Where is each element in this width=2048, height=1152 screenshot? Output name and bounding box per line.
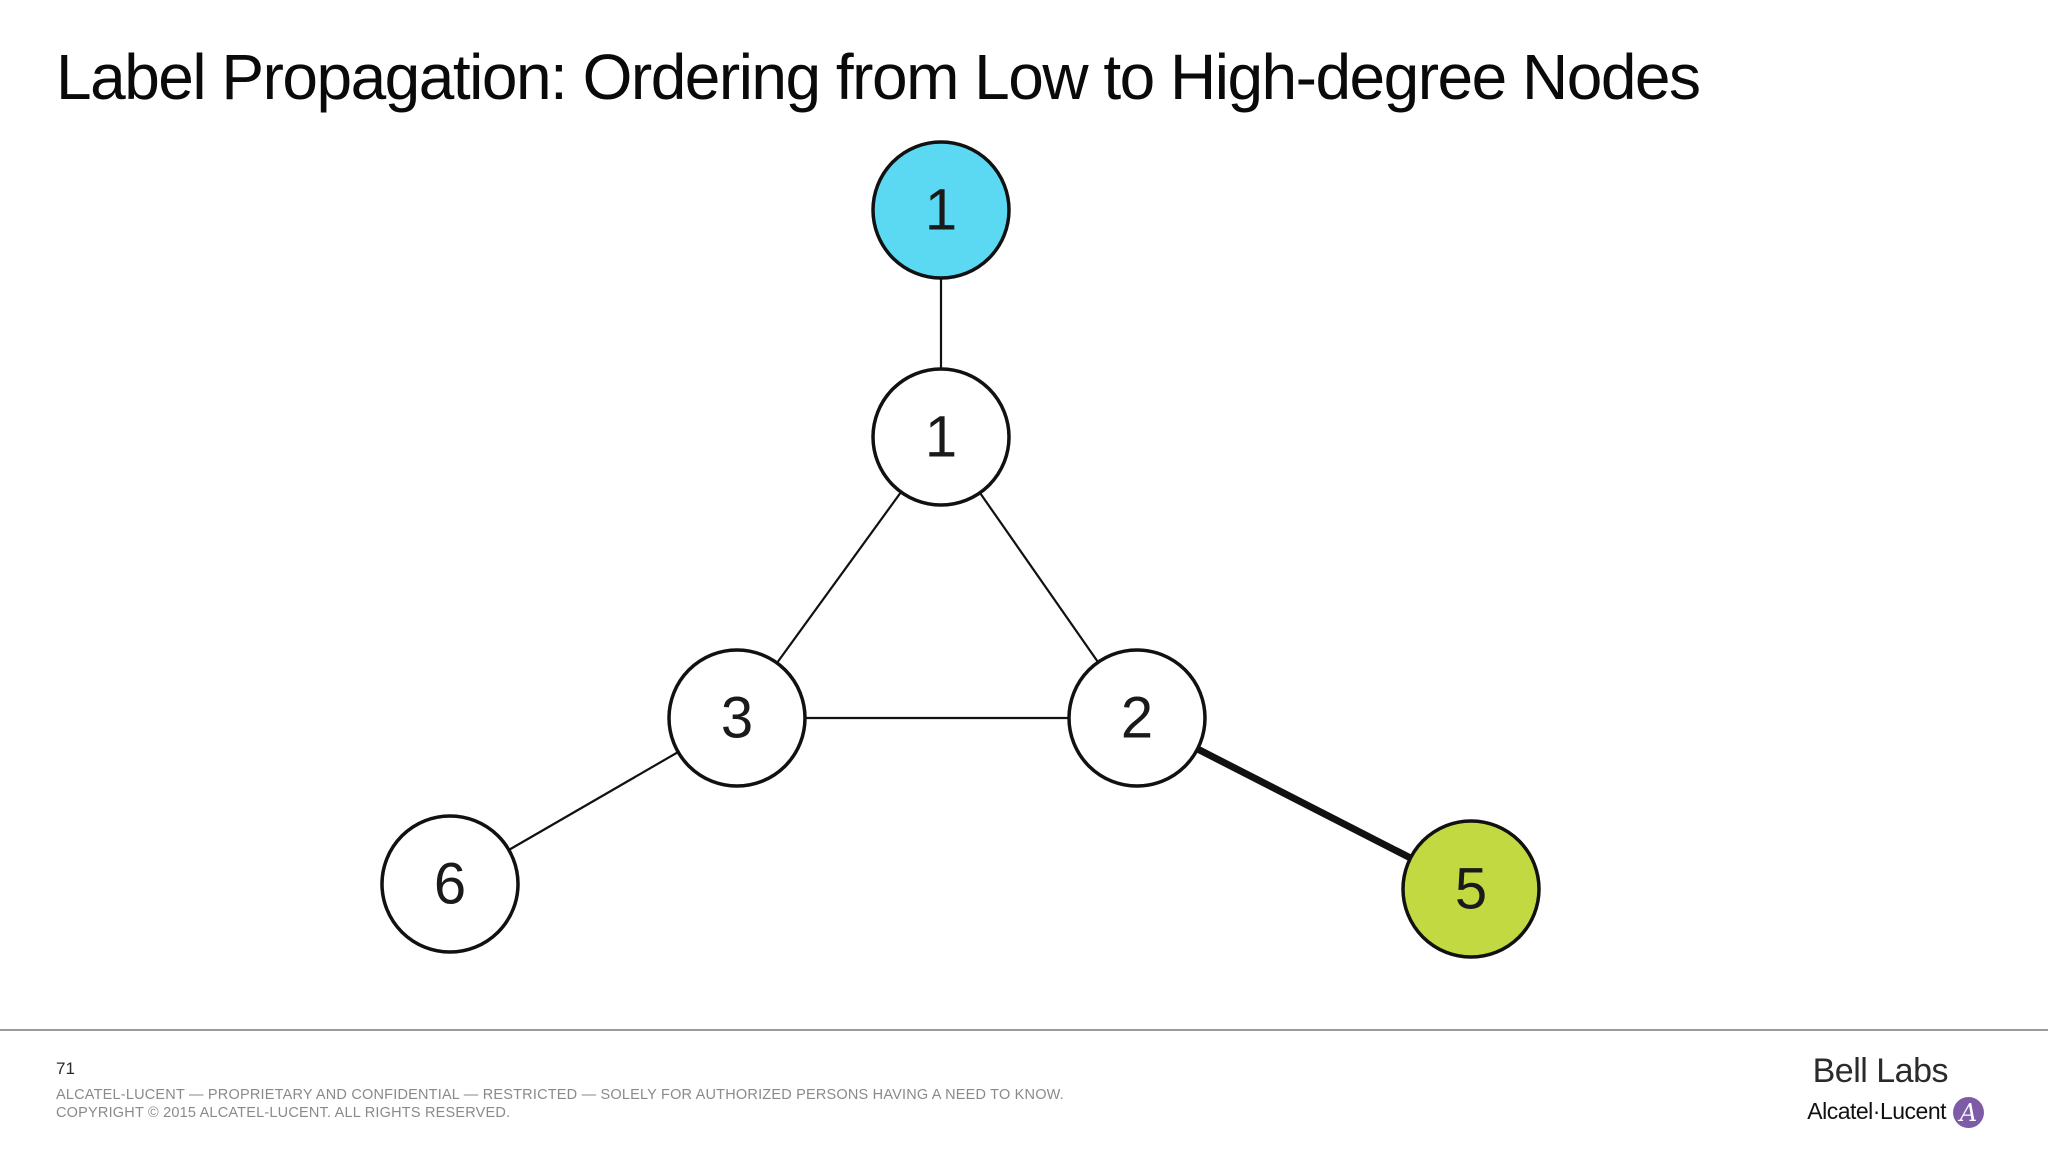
graph-node-n3 (667, 648, 807, 788)
graph-node-n5 (1401, 819, 1541, 959)
footer-confidentiality: ALCATEL-LUCENT — PROPRIETARY AND CONFIDE… (56, 1087, 1064, 1122)
graph-node-label-n5: 5 (1455, 857, 1487, 922)
alcatel-lucent-wordmark: Alcatel·Lucent (1807, 1098, 1946, 1124)
graph-node-label-n1-top: 1 (925, 178, 957, 243)
alcatel-lucent-logo-icon: A (1953, 1097, 1984, 1128)
slide-title: Label Propagation: Ordering from Low to … (56, 41, 1701, 113)
brand-block: Bell Labs Alcatel·Lucent A (1807, 1052, 1984, 1128)
graph-node-n1-top (871, 140, 1011, 280)
footer-line-2: COPYRIGHT © 2015 ALCATEL-LUCENT. ALL RIG… (56, 1104, 511, 1121)
graph-node-n2 (1067, 648, 1207, 788)
graph-node-n1-mid (871, 367, 1011, 507)
graph-node-label-n6: 6 (434, 852, 466, 917)
graph-node-n6 (380, 814, 520, 954)
footer-divider (0, 1029, 2048, 1031)
bell-labs-wordmark: Bell Labs (1812, 1052, 1949, 1090)
graph-node-label-n2: 2 (1121, 686, 1153, 751)
footer-line-1: ALCATEL-LUCENT — PROPRIETARY AND CONFIDE… (56, 1087, 1064, 1103)
graph-node-label-n3: 3 (721, 686, 753, 751)
graph-node-label-n1-mid: 1 (925, 405, 957, 470)
page-number: 71 (56, 1059, 75, 1078)
alcatel-lucent-row: Alcatel·Lucent A (1807, 1096, 1984, 1128)
